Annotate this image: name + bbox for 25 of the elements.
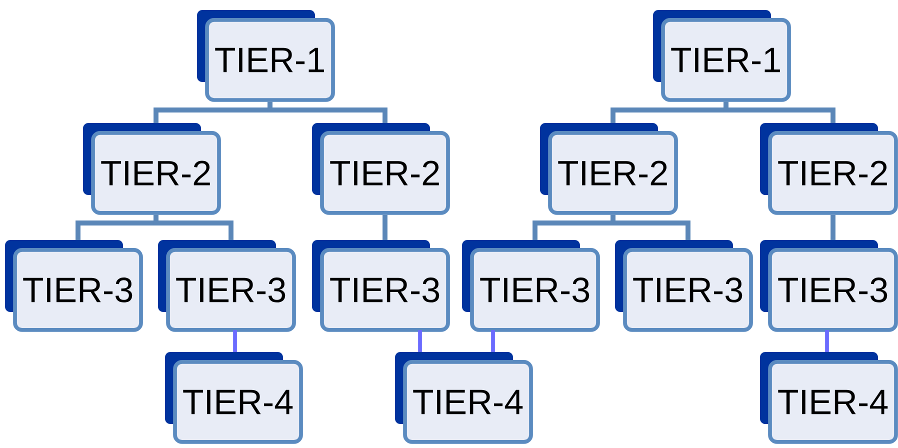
connector-line [491, 330, 495, 352]
tier-box: TIER-3 [5, 240, 143, 332]
connector-line [825, 330, 829, 352]
connector-line [418, 330, 422, 352]
tier-box: TIER-2 [760, 123, 898, 215]
connector-line [382, 214, 388, 240]
connector-line [724, 102, 836, 123]
tier-box: TIER-3 [462, 240, 600, 332]
connector-line [268, 102, 388, 123]
connector-line [233, 330, 237, 352]
connector-line [610, 214, 690, 240]
tier-box: TIER-2 [540, 123, 678, 215]
tier-box: TIER-4 [165, 352, 303, 444]
connector-line [830, 214, 836, 240]
tier-box: TIER-4 [760, 352, 898, 444]
tier-box: TIER-1 [653, 10, 791, 102]
tier-box: TIER-3 [760, 240, 898, 332]
tier-box: TIER-2 [83, 123, 221, 215]
connector-line [154, 214, 234, 240]
tier-box: TIER-1 [197, 10, 335, 102]
tier-box: TIER-3 [615, 240, 753, 332]
tier-box: TIER-4 [395, 352, 533, 444]
tier-box: TIER-3 [158, 240, 296, 332]
tier-box: TIER-3 [312, 240, 450, 332]
tier-box: TIER-2 [312, 123, 450, 215]
